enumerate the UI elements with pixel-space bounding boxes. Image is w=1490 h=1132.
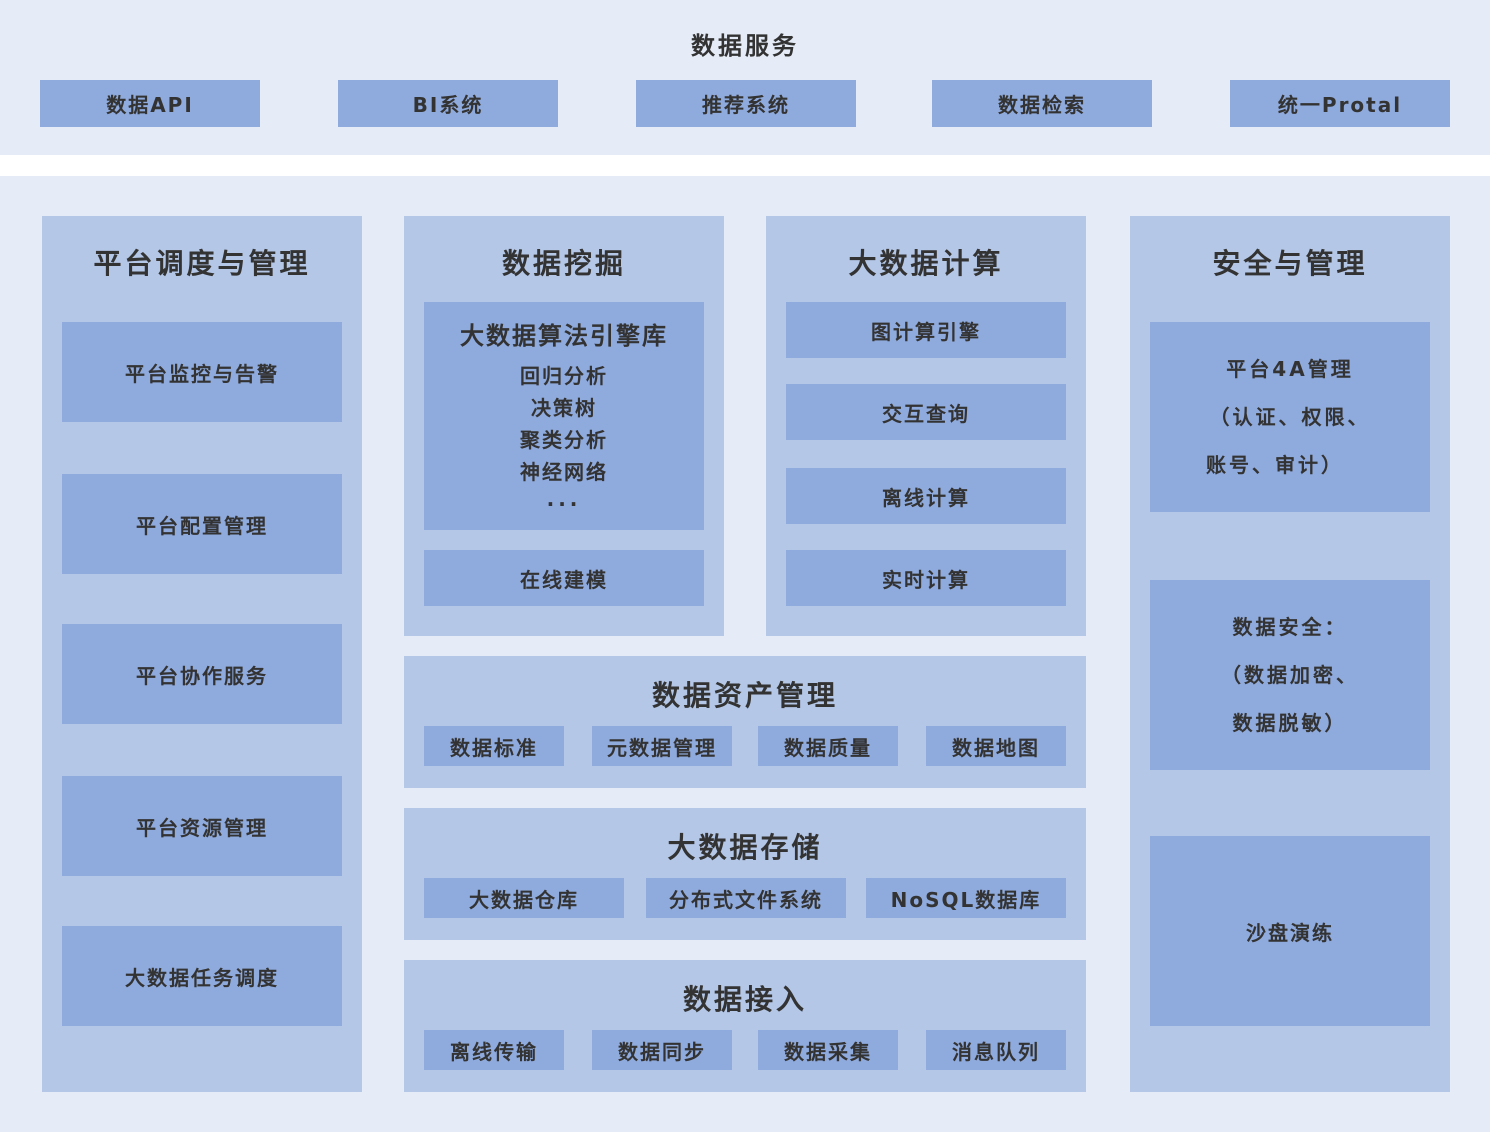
data-services-band <box>0 0 1490 155</box>
ingest-sync[interactable]: 数据同步 <box>592 1030 732 1070</box>
service-portal[interactable]: 统一Protal <box>1230 80 1450 127</box>
asset-standard[interactable]: 数据标准 <box>424 726 564 766</box>
security-4a-line: （认证、权限、 <box>1209 405 1371 429</box>
algorithm-item: ... <box>546 487 582 511</box>
platform-monitor[interactable]: 平台监控与告警 <box>62 322 342 422</box>
compute-graph[interactable]: 图计算引擎 <box>786 302 1066 358</box>
service-data-api[interactable]: 数据API <box>40 80 260 127</box>
storage-warehouse[interactable]: 大数据仓库 <box>424 878 624 918</box>
algorithm-engine-box[interactable]: 大数据算法引擎库 回归分析 决策树 聚类分析 神经网络 ... <box>424 302 704 530</box>
data-services-title: 数据服务 <box>691 31 799 60</box>
security-data-line: 数据安全： <box>1232 615 1348 639</box>
compute-title: 大数据计算 <box>848 247 1004 280</box>
compute-offline[interactable]: 离线计算 <box>786 468 1066 524</box>
online-modeling[interactable]: 在线建模 <box>424 550 704 606</box>
security-data-line: 数据脱敏） <box>1232 711 1348 735</box>
storage-title: 大数据存储 <box>667 831 823 864</box>
security-data[interactable]: 数据安全： （数据加密、 数据脱敏） <box>1150 580 1430 770</box>
platform-title: 平台调度与管理 <box>93 247 311 280</box>
storage-dfs[interactable]: 分布式文件系统 <box>646 878 846 918</box>
service-bi[interactable]: BI系统 <box>338 80 558 127</box>
service-search[interactable]: 数据检索 <box>932 80 1152 127</box>
storage-nosql[interactable]: NoSQL数据库 <box>866 878 1066 918</box>
assets-title: 数据资产管理 <box>651 679 838 712</box>
platform-config[interactable]: 平台配置管理 <box>62 474 342 574</box>
ingest-panel <box>404 960 1086 1092</box>
ingest-collect[interactable]: 数据采集 <box>758 1030 898 1070</box>
service-recommend[interactable]: 推荐系统 <box>636 80 856 127</box>
compute-realtime[interactable]: 实时计算 <box>786 550 1066 606</box>
security-4a-line: 账号、审计） <box>1206 453 1344 477</box>
ingest-queue[interactable]: 消息队列 <box>926 1030 1066 1070</box>
ingest-title: 数据接入 <box>682 983 807 1016</box>
algorithm-item: 决策树 <box>531 396 597 420</box>
assets-panel <box>404 656 1086 788</box>
asset-metadata[interactable]: 元数据管理 <box>592 726 732 766</box>
security-title: 安全与管理 <box>1212 247 1368 280</box>
algorithm-engine-title: 大数据算法引擎库 <box>460 321 668 350</box>
security-data-line: （数据加密、 <box>1221 663 1359 687</box>
security-sandbox[interactable]: 沙盘演练 <box>1150 836 1430 1026</box>
asset-quality[interactable]: 数据质量 <box>758 726 898 766</box>
security-4a-line: 平台4A管理 <box>1226 357 1354 381</box>
mining-title: 数据挖掘 <box>501 247 626 280</box>
platform-scheduling[interactable]: 大数据任务调度 <box>62 926 342 1026</box>
algorithm-item: 神经网络 <box>520 460 608 484</box>
platform-collab[interactable]: 平台协作服务 <box>62 624 342 724</box>
platform-resource[interactable]: 平台资源管理 <box>62 776 342 876</box>
compute-interactive[interactable]: 交互查询 <box>786 384 1066 440</box>
storage-panel <box>404 808 1086 940</box>
algorithm-item: 回归分析 <box>520 364 608 388</box>
ingest-offline[interactable]: 离线传输 <box>424 1030 564 1070</box>
security-4a[interactable]: 平台4A管理 （认证、权限、 账号、审计） <box>1150 322 1430 512</box>
asset-map[interactable]: 数据地图 <box>926 726 1066 766</box>
algorithm-item: 聚类分析 <box>520 428 608 452</box>
